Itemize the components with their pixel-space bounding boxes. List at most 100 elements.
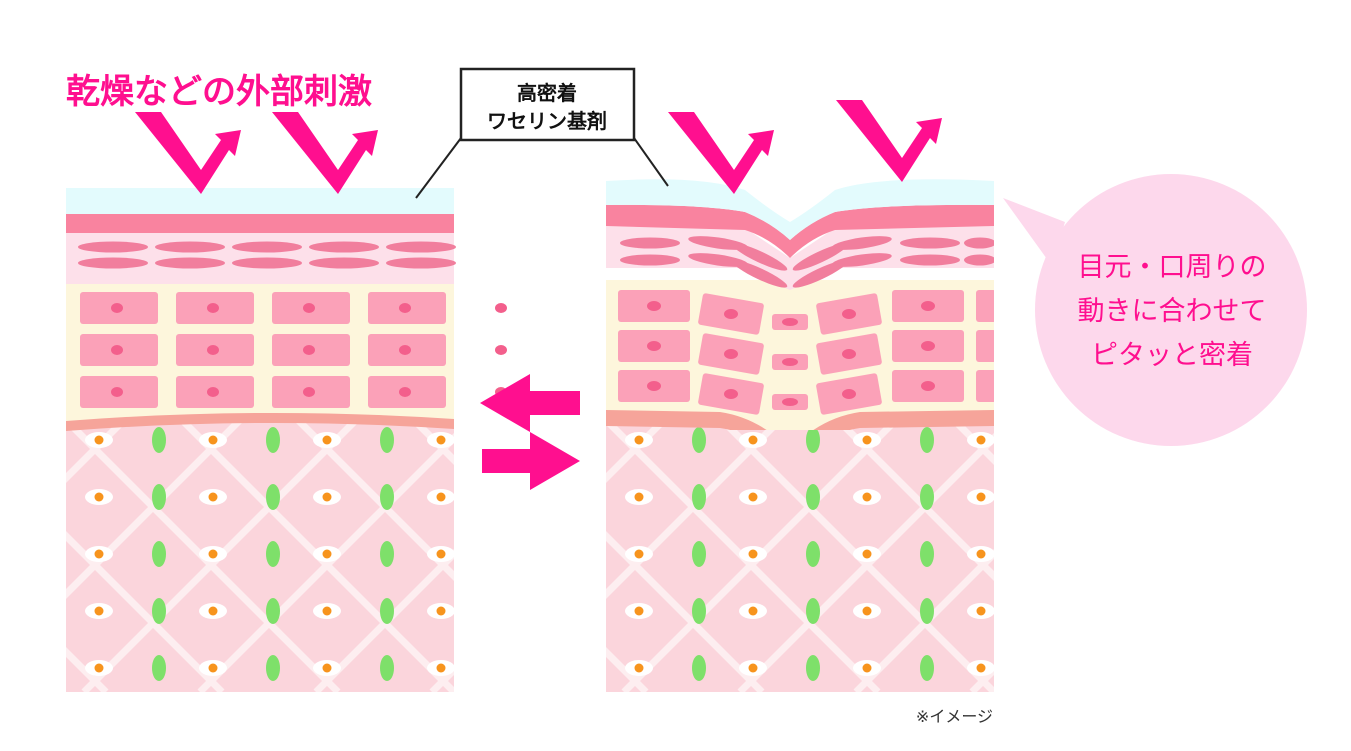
flat-cell <box>155 241 225 253</box>
fibroblast-cell <box>806 598 820 624</box>
cell-dot <box>634 549 644 559</box>
stimulus-arrow-icon <box>135 112 241 194</box>
flat-cell <box>792 260 848 288</box>
fibroblast-cell <box>494 655 508 681</box>
cell-dot <box>322 606 332 616</box>
cell-dot <box>634 492 644 502</box>
cell-nucleus <box>111 387 123 397</box>
cell-nucleus <box>207 345 219 355</box>
flat-cell <box>688 236 748 250</box>
cell-dot <box>862 606 872 616</box>
left-skin-panel <box>0 188 508 692</box>
flat-cell <box>155 257 225 269</box>
cell-nucleus <box>724 309 738 319</box>
headline: 乾燥などの外部刺激 <box>66 72 372 112</box>
left-stratum-band <box>66 214 454 233</box>
cell-dot <box>94 492 104 502</box>
flat-cell <box>832 236 892 250</box>
epidermis-cell <box>976 370 994 402</box>
arrow-left-icon <box>480 374 580 432</box>
epidermis-cell <box>976 290 994 322</box>
cell-nucleus <box>842 389 856 399</box>
cell-dot <box>748 492 758 502</box>
fibroblast-cell <box>380 598 394 624</box>
fibroblast-cell <box>152 484 166 510</box>
cell-nucleus <box>647 301 661 311</box>
cell-dot <box>436 549 446 559</box>
fibroblast-cell <box>692 541 706 567</box>
flat-cell <box>832 253 892 267</box>
cell-dot <box>322 492 332 502</box>
left-dermis-cells <box>85 427 508 681</box>
flat-cell <box>386 257 456 269</box>
cell-dot <box>748 606 758 616</box>
cell-dot <box>976 492 986 502</box>
cell-dot <box>634 435 644 445</box>
dermis-fiber <box>0 420 8 692</box>
flat-cell <box>732 260 788 288</box>
flat-cell <box>900 254 960 266</box>
left-vaseline-film <box>66 188 454 214</box>
exchange-arrows-icon <box>480 374 580 490</box>
bubble-line2: 動きに合わせて <box>1078 296 1267 327</box>
cell-dot <box>322 549 332 559</box>
fibroblast-cell <box>920 427 934 453</box>
fibroblast-cell <box>494 598 508 624</box>
cell-nucleus <box>724 389 738 399</box>
fibroblast-cell <box>266 598 280 624</box>
cell-dot <box>208 549 218 559</box>
cell-dot <box>976 549 986 559</box>
cell-nucleus <box>495 345 507 355</box>
cell-nucleus <box>303 303 315 313</box>
left-flat-cells <box>78 241 456 269</box>
callout-line1: 高密着 <box>517 81 577 105</box>
speech-bubble: 目元・口周りの 動きに合わせて ピタッと密着 <box>1003 174 1307 446</box>
fibroblast-cell <box>1034 484 1048 510</box>
cell-nucleus <box>399 387 411 397</box>
fibroblast-cell <box>920 598 934 624</box>
cell-nucleus <box>399 303 411 313</box>
fibroblast-cell <box>380 541 394 567</box>
flat-cell <box>732 243 788 271</box>
cell-nucleus <box>303 387 315 397</box>
cell-dot <box>976 435 986 445</box>
cell-dot <box>748 663 758 673</box>
fibroblast-cell <box>380 427 394 453</box>
cell-nucleus <box>842 309 856 319</box>
cell-dot <box>976 606 986 616</box>
fibroblast-cell <box>1034 541 1048 567</box>
stimulus-arrow-icon <box>272 112 378 194</box>
cell-dot <box>862 435 872 445</box>
dermis-fiber <box>969 665 994 692</box>
fibroblast-cell <box>152 655 166 681</box>
fibroblast-cell <box>806 541 820 567</box>
cell-nucleus <box>647 341 661 351</box>
cell-dot <box>634 606 644 616</box>
right-basement-membrane <box>606 410 994 430</box>
cell-nucleus <box>399 345 411 355</box>
arrow-right-icon <box>482 432 580 490</box>
stimulus-arrow-icons <box>135 100 942 194</box>
fibroblast-cell <box>692 655 706 681</box>
cell-nucleus <box>495 303 507 313</box>
cell-nucleus <box>842 349 856 359</box>
fibroblast-cell <box>920 484 934 510</box>
flat-cell <box>688 253 748 267</box>
fibroblast-cell <box>266 484 280 510</box>
fibroblast-cell <box>1034 427 1048 453</box>
cell-dot <box>436 492 446 502</box>
fibroblast-cell <box>1034 598 1048 624</box>
fibroblast-cell <box>266 655 280 681</box>
cell-nucleus <box>782 398 798 406</box>
fibroblast-cell <box>152 427 166 453</box>
epidermis-cell <box>976 330 994 362</box>
fibroblast-cell <box>806 484 820 510</box>
left-basement-membrane <box>66 412 454 431</box>
stimulus-arrow-icon <box>668 112 774 194</box>
cell-nucleus <box>782 358 798 366</box>
cell-dot <box>748 435 758 445</box>
cell-dot <box>94 606 104 616</box>
cell-nucleus <box>111 303 123 313</box>
flat-cell <box>964 254 994 266</box>
cell-dot <box>436 663 446 673</box>
